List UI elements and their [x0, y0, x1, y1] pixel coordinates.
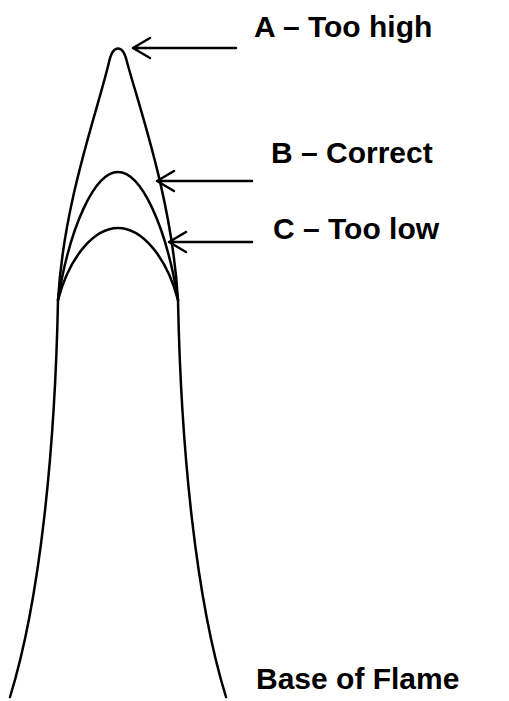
callout-label: Base of Flame	[256, 662, 459, 697]
callout-label: C – Too low	[273, 212, 439, 247]
leader-arrow	[169, 232, 252, 252]
callout-label: A – Too high	[254, 10, 432, 45]
leader-arrow	[157, 171, 252, 191]
low-cone-arc	[58, 228, 178, 300]
correct-cone-arc	[58, 172, 178, 300]
flame-outline	[10, 49, 226, 698]
leader-arrow	[133, 38, 236, 58]
callout-label: B – Correct	[271, 136, 433, 171]
